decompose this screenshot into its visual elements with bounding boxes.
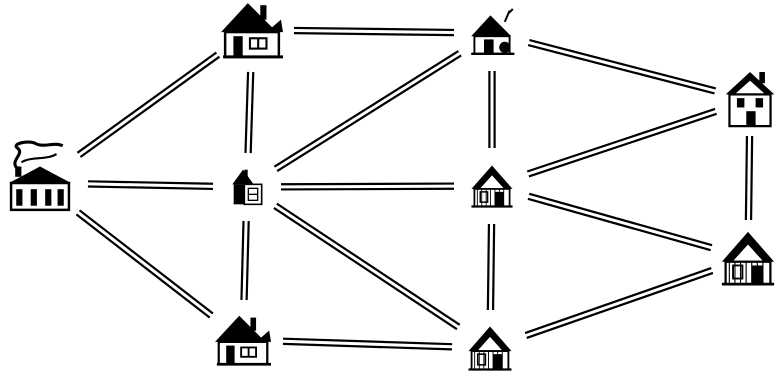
road-line [525, 268, 711, 333]
road-house-b-house-d [245, 72, 253, 153]
house-g-icon [469, 327, 512, 370]
house-b-icon [221, 3, 283, 57]
road-line [529, 194, 712, 245]
road-line [294, 28, 454, 30]
road-line [274, 51, 458, 167]
road-line [527, 109, 715, 172]
road-line [281, 189, 454, 190]
road-line [751, 136, 752, 220]
road-house-c-house-h [528, 40, 716, 93]
road-line [746, 136, 747, 220]
house-c-icon [471, 9, 514, 54]
road-line [76, 214, 209, 317]
road-line [80, 57, 219, 157]
road-house-c-house-f [489, 71, 494, 148]
road-line [294, 33, 454, 35]
road-line [277, 204, 460, 325]
road-line [527, 273, 713, 338]
road-line [529, 40, 715, 88]
road-house-d-house-e [241, 221, 248, 300]
house-i-icon [722, 232, 774, 284]
road-house-g-house-i [525, 268, 713, 338]
road-house-d-house-g [274, 204, 460, 330]
road-house-b-house-c [294, 28, 454, 35]
road-house-a-house-d [88, 181, 213, 189]
road-line [88, 187, 213, 189]
house-d-icon [232, 170, 261, 205]
house-a-icon [9, 142, 71, 210]
road-house-h-house-i [746, 136, 752, 220]
road-line [283, 344, 452, 349]
road-house-f-house-i [528, 194, 712, 250]
road-house-c-house-d [274, 51, 461, 171]
road-line [245, 72, 248, 153]
road-line [274, 208, 457, 329]
road-line [281, 184, 454, 185]
road-line [493, 224, 494, 310]
roads-layer [76, 28, 752, 349]
road-house-e-house-g [283, 339, 452, 350]
road-line [88, 181, 213, 183]
road-line [528, 45, 714, 93]
house-h-icon [726, 72, 775, 126]
road-line [80, 210, 213, 313]
road-house-d-house-f [281, 184, 454, 190]
house-e-icon [215, 316, 271, 365]
road-line [283, 339, 452, 344]
road-house-a-house-e [76, 210, 213, 317]
house-f-icon [471, 165, 512, 206]
road-house-f-house-h [527, 109, 716, 177]
road-line [528, 199, 711, 250]
road-line [529, 114, 717, 177]
road-house-a-house-b [77, 52, 219, 157]
road-line [241, 221, 243, 300]
road-line [77, 52, 216, 152]
road-line [251, 72, 254, 153]
road-line [488, 224, 489, 310]
road-house-f-house-g [488, 224, 494, 310]
road-line [277, 55, 461, 171]
road-line [247, 221, 249, 300]
